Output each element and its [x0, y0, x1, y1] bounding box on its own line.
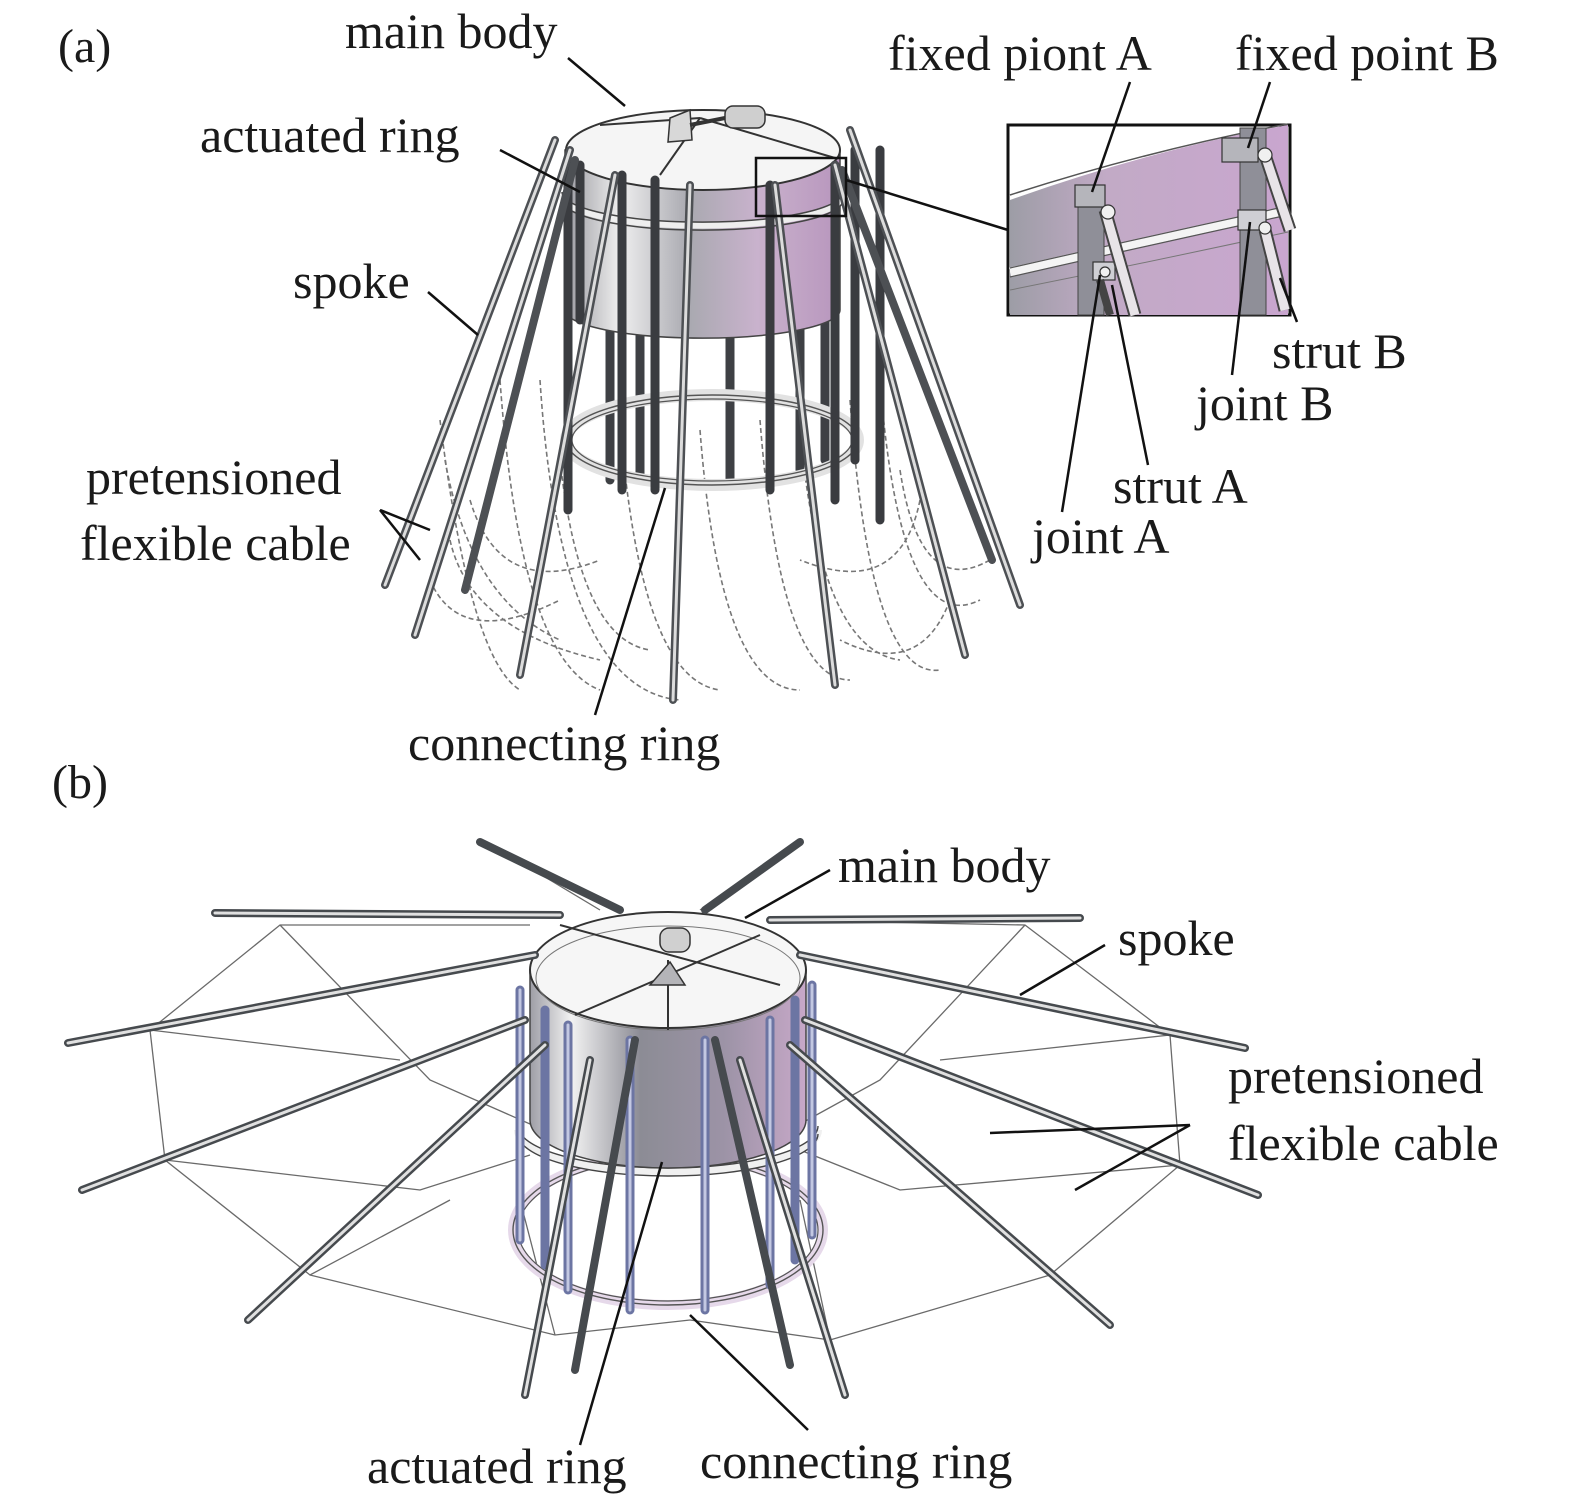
b-label-main-body: main body [838, 837, 1050, 893]
b-label-connecting-ring: connecting ring [700, 1433, 1012, 1489]
inset-leaders [1060, 81, 1299, 513]
panel-a-front-struts [563, 145, 885, 525]
panel-a-inset [1006, 81, 1299, 513]
b-label-cable-line1: pretensioned [1228, 1048, 1483, 1104]
panel-b-tag: (b) [52, 756, 108, 809]
a-label-spoke: spoke [293, 253, 410, 309]
a-label-connecting-ring: connecting ring [408, 715, 720, 771]
b-label-cable-line2: flexible cable [1228, 1115, 1499, 1171]
panel-a-tag: (a) [58, 20, 111, 73]
a-label-main-body: main body [345, 3, 557, 59]
inset-label-strut-b: strut B [1272, 323, 1407, 379]
labels: (a) main body actuated ring spoke preten… [52, 3, 1499, 1494]
panel-b-drawing [64, 838, 1262, 1446]
b-label-spoke: spoke [1118, 910, 1235, 966]
panel-b-actuated-ring [514, 1129, 822, 1176]
inset-label-joint-b: joint B [1194, 375, 1334, 431]
a-label-cable-line2: flexible cable [80, 515, 351, 571]
a-label-actuated-ring: actuated ring [200, 107, 460, 163]
panel-a-leaders [379, 57, 667, 716]
b-label-actuated-ring: actuated ring [367, 1438, 627, 1494]
panel-a-detail-box [754, 156, 848, 218]
panel-b-leaders [578, 868, 1191, 1446]
panel-a-drawing [379, 57, 1024, 716]
inset-label-fixed-point-b: fixed point B [1235, 25, 1499, 81]
inset-label-strut-a: strut A [1113, 458, 1248, 514]
inset-label-fixed-point-a: fixed piont A [888, 25, 1152, 81]
inset-label-joint-a: joint A [1030, 508, 1170, 564]
a-label-cable-line1: pretensioned [86, 449, 341, 505]
panel-b-cables [149, 849, 1181, 1341]
